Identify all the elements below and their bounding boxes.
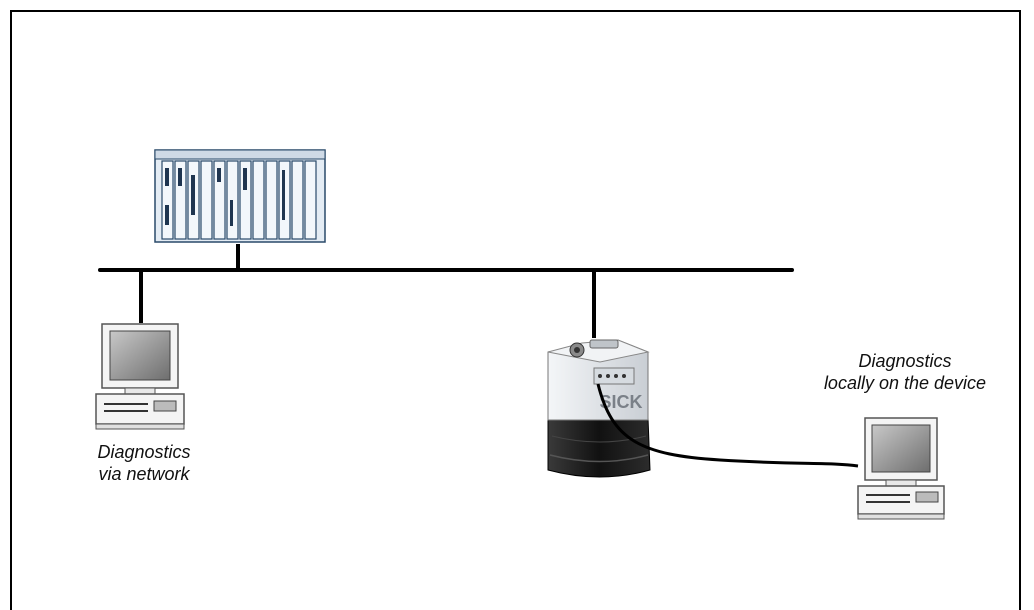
local-diagnostics-label: Diagnostics locally on the device [790,350,1020,394]
network-diagnostics-label: Diagnostics via network [64,441,224,485]
network-label-line1: Diagnostics [97,442,191,462]
fieldbus [98,244,794,338]
plc-rack-icon [154,149,326,243]
local-label-line2: locally on the device [823,373,987,393]
device-brand-text: SICK [599,392,642,412]
network-pc-icon [95,323,185,430]
local-label-line1: Diagnostics [858,351,952,371]
diagram-frame [10,10,1021,610]
network-label-line2: via network [98,464,190,484]
local-pc-icon [857,417,945,520]
local-cable [596,383,859,468]
laser-scanner-device: SICK [547,339,651,478]
network-diagram: SICK [95,149,945,520]
